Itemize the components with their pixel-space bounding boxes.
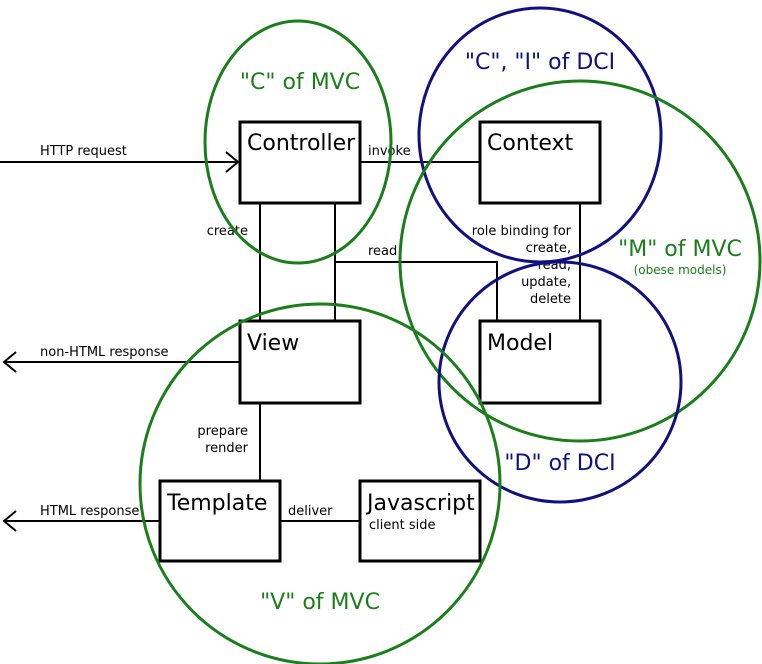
- html-response-label: HTML response: [40, 504, 139, 519]
- model-mvc-ring: [398, 79, 762, 443]
- role-binding-list-backdrop: [520, 238, 574, 306]
- http-request-arrowhead: [225, 151, 240, 173]
- template-box: [158, 479, 282, 563]
- http-request-label: HTTP request: [40, 144, 127, 159]
- non-html-response-arrowhead: [2, 351, 17, 373]
- d-of-dci-label: "D" of DCI: [504, 451, 615, 476]
- controller-box: [238, 120, 362, 205]
- non-html-response-label: non-HTML response: [40, 345, 168, 360]
- role-binding-backdrop: [466, 221, 574, 237]
- read-connector: [335, 261, 498, 321]
- c-of-mvc-label: "C" of MVC: [240, 70, 360, 95]
- context-box: [478, 120, 602, 205]
- model-label: Model: [487, 331, 553, 356]
- controller-label: Controller: [247, 131, 356, 156]
- deliver-label: deliver: [288, 504, 333, 519]
- role-binding-line-4: update,: [521, 275, 571, 290]
- context-dci-ring: [417, 6, 663, 264]
- javascript-sublabel: client side: [369, 518, 435, 533]
- ci-of-dci-label: "C", "I" of DCI: [465, 50, 615, 75]
- m-of-mvc-note: (obese models): [634, 263, 727, 277]
- context-label: Context: [487, 131, 574, 156]
- role-binding-line-1: role binding for: [472, 224, 572, 239]
- model-box: [478, 319, 602, 405]
- role-binding-line-2: create,: [526, 241, 571, 256]
- template-label: Template: [166, 491, 267, 516]
- role-binding-line-5: delete: [530, 292, 571, 307]
- read-label: read: [368, 244, 397, 259]
- javascript-box: [358, 479, 482, 563]
- view-box: [238, 319, 362, 405]
- v-of-mvc-label: "V" of MVC: [260, 590, 380, 615]
- view-mvc-ring: [138, 302, 502, 664]
- html-response-arrowhead: [2, 510, 17, 532]
- prepare-label: prepare: [197, 424, 248, 439]
- m-of-mvc-label: "M" of MVC: [618, 237, 742, 262]
- data-dci-ring: [437, 260, 683, 504]
- view-label: View: [247, 331, 299, 356]
- render-label: render: [205, 441, 249, 456]
- javascript-label: Javascript: [365, 491, 475, 516]
- controller-mvc-ring: [203, 19, 393, 265]
